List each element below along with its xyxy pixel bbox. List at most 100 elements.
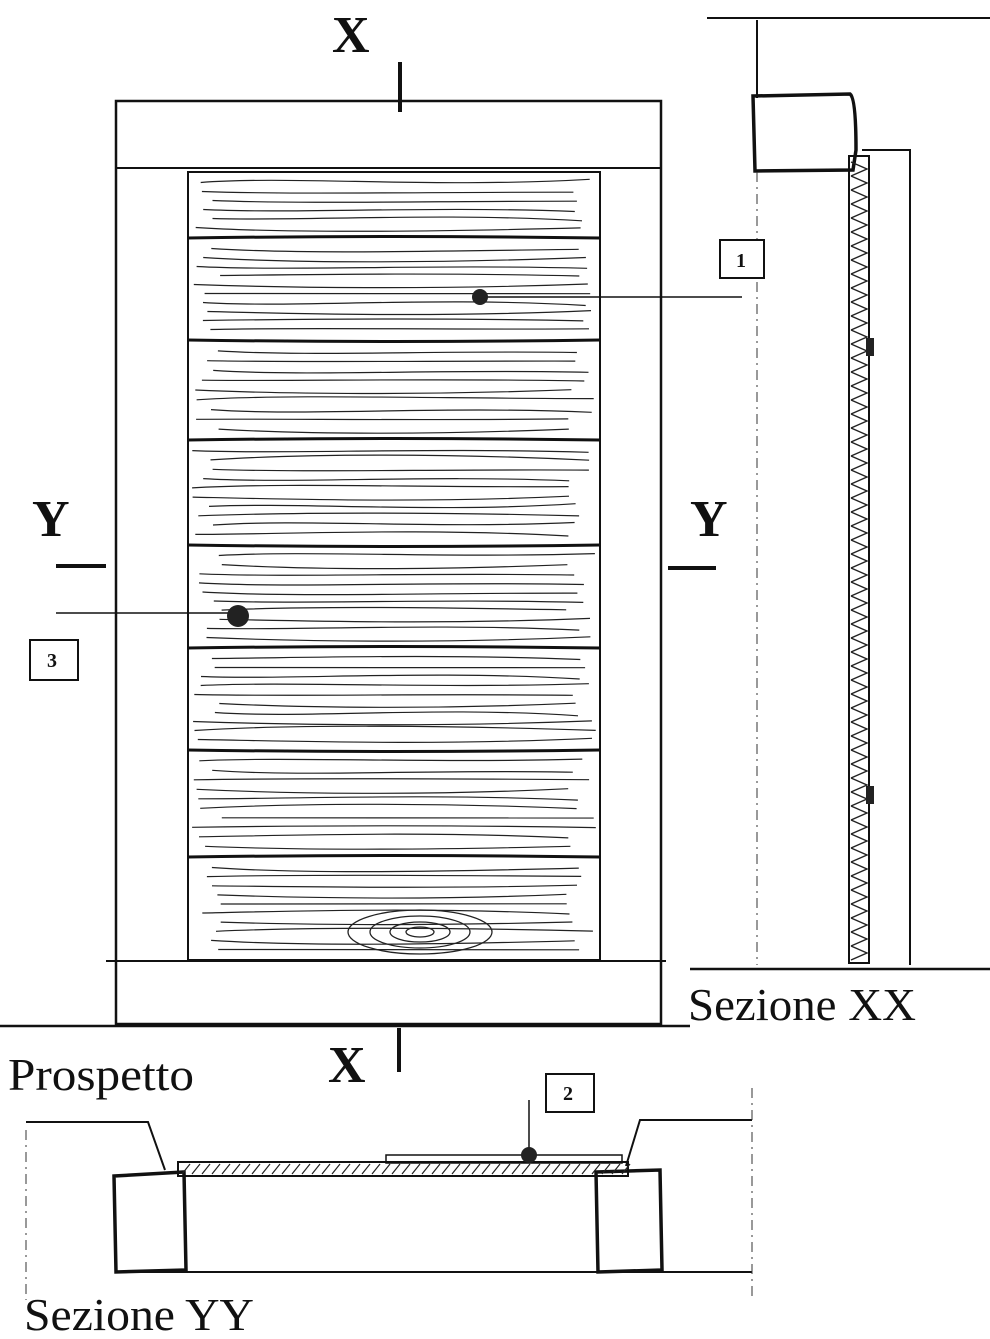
hatch-stroke <box>850 259 869 275</box>
section-marker-x: X X <box>328 7 402 1094</box>
section-hatch-xx <box>850 161 869 961</box>
caption-elevation: Prospetto <box>8 1049 194 1100</box>
grain-line <box>198 582 584 586</box>
hatch-stroke <box>850 903 869 919</box>
hatch-stroke <box>850 637 869 653</box>
hatch-stroke <box>850 427 869 443</box>
hatch-stroke <box>850 707 869 723</box>
grain-line <box>192 449 589 453</box>
hatch-stroke <box>261 1163 271 1175</box>
grain-line <box>210 409 592 413</box>
hatch-stroke <box>850 805 869 821</box>
hatch-stroke <box>850 791 869 807</box>
grain-line <box>217 350 577 354</box>
grain-line <box>211 655 581 661</box>
grain-line <box>207 360 576 363</box>
grain-line <box>211 884 578 888</box>
hatch-stroke <box>581 1163 591 1175</box>
hatch-stroke <box>850 203 869 219</box>
grain-line <box>206 874 582 878</box>
hatch-stroke <box>391 1163 401 1175</box>
hatch-stroke <box>541 1163 551 1175</box>
callout-dot-2 <box>521 1147 537 1163</box>
grain-line <box>202 301 586 307</box>
callout-3: 3 <box>29 605 249 681</box>
grain-line <box>215 927 593 932</box>
hatch-stroke <box>491 1163 501 1175</box>
callout-number-3: 3 <box>47 650 57 672</box>
grain-line <box>205 845 571 850</box>
grain-line <box>218 428 569 434</box>
hatch-stroke <box>850 231 869 247</box>
grain-line <box>219 617 591 623</box>
hatch-stroke <box>850 931 869 947</box>
hatch-stroke <box>291 1163 301 1175</box>
hatch-stroke <box>850 525 869 541</box>
hinge-xx-top <box>866 338 874 356</box>
hatch-stroke <box>850 385 869 401</box>
grain-line <box>195 226 581 232</box>
hatch-stroke <box>850 735 869 751</box>
grain-line <box>195 531 569 537</box>
hatch-stroke <box>361 1163 371 1175</box>
section-marker-y: Y Y <box>32 491 728 570</box>
grain-line <box>199 758 583 762</box>
grain-line <box>211 866 579 873</box>
hatch-stroke <box>331 1163 341 1175</box>
hatch-stroke <box>850 553 869 569</box>
hatch-stroke <box>850 539 869 555</box>
grain-line <box>221 606 567 611</box>
grain-line <box>195 389 572 395</box>
hatch-stroke <box>521 1163 531 1175</box>
grain-line <box>192 495 570 501</box>
hatch-stroke <box>341 1163 351 1175</box>
hatch-stroke <box>601 1163 611 1175</box>
hatch-stroke <box>850 161 869 177</box>
hatch-stroke <box>850 861 869 877</box>
wood-grain <box>192 178 596 955</box>
section-letter-x-top: X <box>332 7 370 64</box>
plank-joint <box>187 543 601 548</box>
wall-right-yy <box>625 1119 752 1167</box>
callout-number-2: 2 <box>563 1083 573 1105</box>
section-hatch-yy <box>181 1163 631 1175</box>
hatch-stroke <box>441 1163 451 1175</box>
hatch-stroke <box>850 651 869 667</box>
hatch-stroke <box>850 511 869 527</box>
door-section-xx <box>848 155 870 964</box>
hatch-stroke <box>850 189 869 205</box>
section-letter-y-right: Y <box>690 491 728 548</box>
grain-line <box>198 833 569 839</box>
grain-line <box>202 591 578 596</box>
hatch-stroke <box>850 875 869 891</box>
hatch-stroke <box>511 1163 521 1175</box>
grain-line <box>208 503 576 509</box>
hatch-stroke <box>850 301 869 317</box>
hatch-stroke <box>850 623 869 639</box>
grain-line <box>193 778 590 781</box>
hatch-stroke <box>850 287 869 303</box>
callout-box-2 <box>545 1073 595 1113</box>
grain-line <box>212 199 577 203</box>
callout-1: 1 <box>472 239 765 305</box>
hatch-stroke <box>411 1163 421 1175</box>
hatch-stroke <box>321 1163 331 1175</box>
callout-2: 2 <box>521 1073 595 1163</box>
grain-line <box>202 318 584 322</box>
hatch-stroke <box>850 693 869 709</box>
hatch-stroke <box>211 1163 221 1175</box>
hatch-stroke <box>471 1163 481 1175</box>
hatch-stroke <box>381 1163 391 1175</box>
hatch-stroke <box>850 679 869 695</box>
hatch-stroke <box>281 1163 291 1175</box>
hatch-stroke <box>231 1163 241 1175</box>
grain-line <box>218 553 595 557</box>
wood-knot <box>347 909 493 955</box>
hatch-stroke <box>850 595 869 611</box>
caption-section-yy: Sezione YY <box>24 1289 254 1339</box>
lintel-block-xx <box>751 92 858 173</box>
grain-line <box>210 454 590 461</box>
section-letter-x-bottom: X <box>328 1037 366 1094</box>
callout-dot-1 <box>472 289 488 305</box>
